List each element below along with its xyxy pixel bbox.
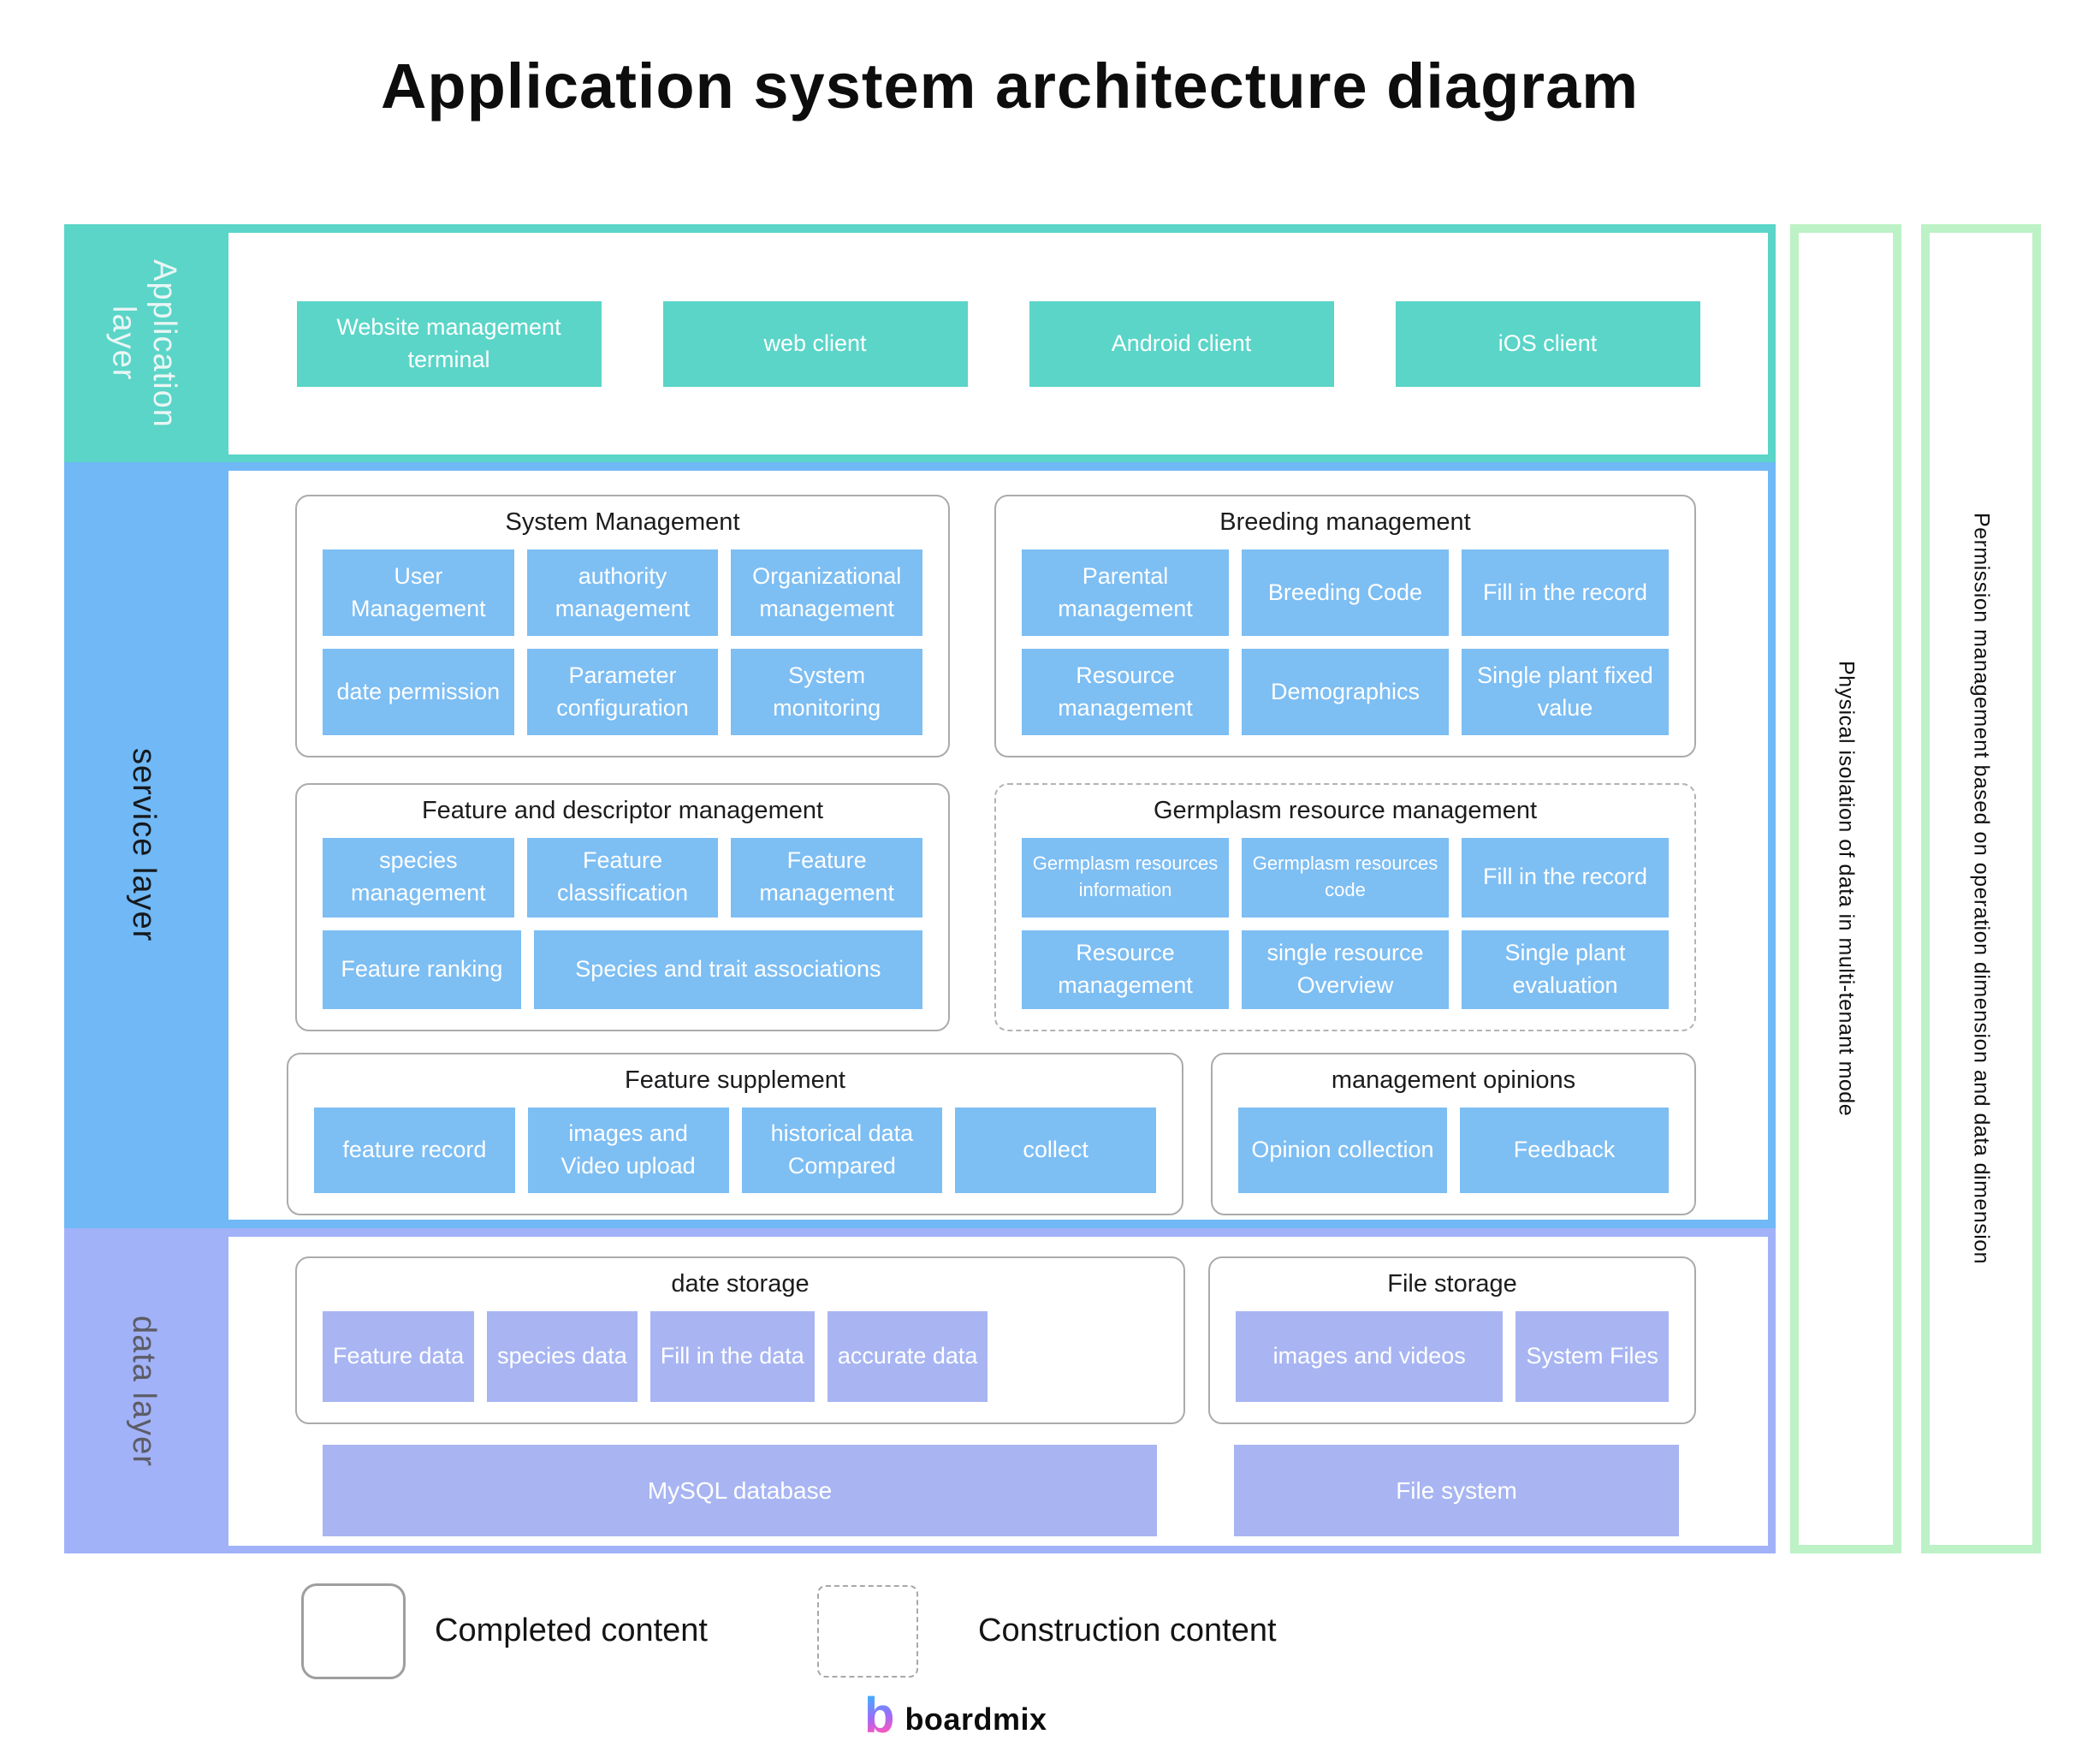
group-title: Breeding management [1219, 508, 1471, 536]
service-box-species-management: species management [323, 838, 514, 918]
side-note-physical-isolation: Physical isolation of data in multi-tena… [1790, 224, 1901, 1553]
service-box-germplasm-resources-information: Germplasm resources information [1022, 838, 1229, 918]
group-feature-descriptor-management: Feature and descriptor management specie… [295, 783, 950, 1031]
service-layer-label: service layer [126, 748, 162, 942]
service-box-opinion-collection: Opinion collection [1238, 1108, 1447, 1193]
service-box-date-permission: date permission [323, 649, 514, 735]
group-date-storage: date storage Feature data species data F… [295, 1256, 1185, 1424]
data-box-mysql-database: MySQL database [323, 1445, 1157, 1536]
service-box-feature-ranking: Feature ranking [323, 930, 521, 1009]
service-box-collect: collect [955, 1108, 1156, 1193]
service-layer-band: service layer System Management User Man… [64, 462, 1776, 1228]
group-feature-supplement: Feature supplement feature record images… [287, 1053, 1183, 1215]
data-layer-label: data layer [126, 1315, 162, 1467]
service-box-user-management: User Management [323, 549, 514, 636]
service-box-fill-in-the-record: Fill in the record [1462, 549, 1669, 636]
service-layer-content: System Management User Management author… [228, 471, 1768, 1220]
group-breeding-management: Breeding management Parental management … [994, 495, 1696, 757]
data-box-images-and-videos: images and videos [1236, 1311, 1504, 1402]
page-title: Application system architecture diagram [380, 50, 1640, 122]
service-box-demographics: Demographics [1242, 649, 1449, 735]
group-title: File storage [1387, 1270, 1517, 1298]
service-box-single-plant-evaluation: Single plant evaluation [1462, 930, 1669, 1009]
group-system-management: System Management User Management author… [295, 495, 950, 757]
legend-completed-label: Completed content [435, 1613, 708, 1648]
service-box-resource-management-germplasm: Resource management [1022, 930, 1229, 1009]
group-file-storage: File storage images and videos System Fi… [1208, 1256, 1696, 1424]
side-note-permission-management-text: Permission management based on operation… [1969, 513, 1994, 1265]
group-title: Germplasm resource management [1153, 797, 1538, 824]
service-box-system-monitoring: System monitoring [731, 649, 923, 735]
side-note-permission-management: Permission management based on operation… [1921, 224, 2041, 1553]
app-box-ios-client: iOS client [1395, 300, 1700, 387]
legend-construction-label: Construction content [978, 1613, 1277, 1648]
service-box-feature-management: Feature management [731, 838, 923, 918]
service-box-images-video-upload: images and Video upload [527, 1108, 729, 1193]
group-management-opinions: management opinions Opinion collection F… [1211, 1053, 1696, 1215]
group-title: Feature supplement [625, 1066, 845, 1094]
service-box-authority-management: authority management [526, 549, 719, 636]
data-layer-content: date storage Feature data species data F… [228, 1237, 1768, 1546]
service-box-species-trait-associations: Species and trait associations [533, 930, 922, 1009]
group-title: System Management [505, 508, 740, 536]
side-note-physical-isolation-text: Physical isolation of data in multi-tena… [1834, 661, 1859, 1117]
legend-construction-swatch [817, 1585, 918, 1678]
service-box-parameter-configuration: Parameter configuration [526, 649, 719, 735]
service-box-feedback: Feedback [1460, 1108, 1669, 1193]
service-box-parental-management: Parental management [1022, 549, 1229, 636]
service-box-historical-data-compared: historical data Compared [741, 1108, 943, 1193]
group-title: management opinions [1331, 1066, 1576, 1094]
data-box-accurate-data: accurate data [827, 1311, 988, 1402]
service-box-single-resource-overview: single resource Overview [1242, 930, 1449, 1009]
service-box-single-plant-fixed-value: Single plant fixed value [1462, 649, 1669, 735]
service-box-fill-in-the-record-germplasm: Fill in the record [1462, 838, 1669, 918]
service-box-feature-classification: Feature classification [526, 838, 719, 918]
service-box-feature-record: feature record [314, 1108, 515, 1193]
data-layer-sidebar: data layer [64, 1228, 222, 1553]
boardmix-logo-icon: b [864, 1688, 895, 1743]
app-box-web-client: web client [662, 300, 968, 387]
application-layer-sidebar: Application layer [64, 224, 222, 462]
service-box-breeding-code: Breeding Code [1242, 549, 1449, 636]
service-box-organizational-management: Organizational management [731, 549, 923, 636]
app-box-android-client: Android client [1029, 300, 1334, 387]
service-box-germplasm-resources-code: Germplasm resources code [1242, 838, 1449, 918]
data-box-feature-data: Feature data [323, 1311, 475, 1402]
service-box-resource-management: Resource management [1022, 649, 1229, 735]
application-layer-content: Website management terminal web client A… [228, 233, 1768, 454]
app-box-website-management-terminal: Website management terminal [296, 300, 602, 387]
application-layer-band: Application layer Website management ter… [64, 224, 1776, 462]
data-box-fill-in-the-data: Fill in the data [649, 1311, 815, 1402]
boardmix-brand-name: boardmix [905, 1702, 1047, 1737]
application-layer-label: Application layer [105, 258, 183, 428]
data-box-species-data: species data [487, 1311, 638, 1402]
footer-brand: b boardmix [864, 1691, 1047, 1744]
data-layer-band: data layer date storage Feature data spe… [64, 1228, 1776, 1553]
data-box-file-system: File system [1234, 1445, 1679, 1536]
legend-completed-swatch [301, 1583, 406, 1679]
group-title: date storage [671, 1270, 810, 1298]
group-title: Feature and descriptor management [421, 797, 824, 824]
data-box-system-files: System Files [1515, 1311, 1669, 1402]
group-germplasm-resource-management: Germplasm resource management Germplasm … [994, 783, 1696, 1031]
service-layer-sidebar: service layer [64, 462, 222, 1228]
